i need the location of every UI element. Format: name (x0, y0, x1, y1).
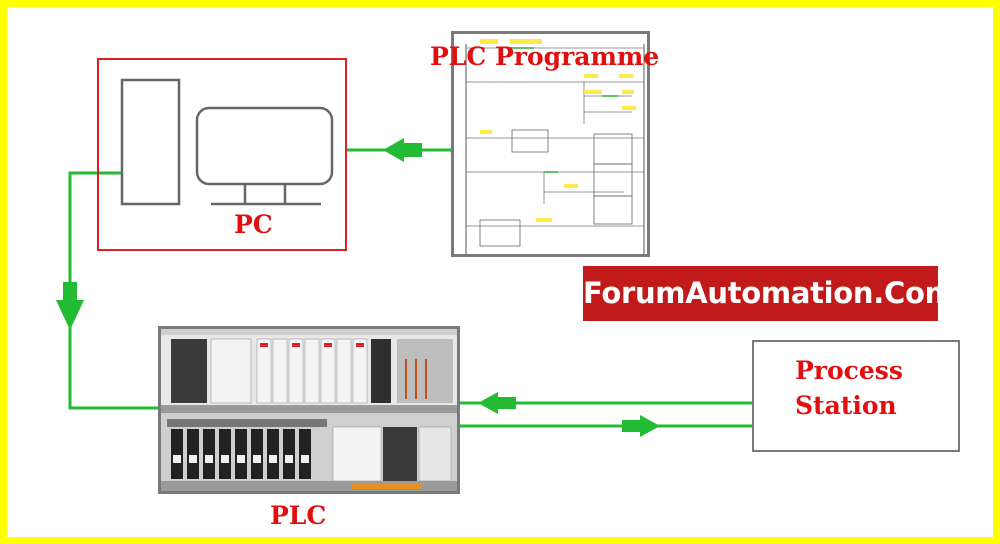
tower-icon (120, 78, 181, 206)
arrow-right-tail (622, 420, 640, 432)
arrow-left-tail (498, 397, 516, 409)
arrow-left-icon (478, 392, 498, 414)
arrow-left-icon (383, 138, 404, 162)
arrow-down-tail (63, 282, 77, 300)
pc-box (97, 58, 347, 251)
plc-programme-label: PLC Programme (430, 42, 660, 71)
plc-label: PLC (270, 501, 327, 530)
process-station-box (752, 340, 960, 452)
pc-label: PC (234, 210, 273, 239)
computer-icon (120, 78, 334, 206)
process-station-label-line1: Process (795, 356, 903, 385)
arrow-right-icon (640, 415, 660, 437)
ladder-diagram-icon (465, 39, 645, 254)
monitor-icon (195, 106, 334, 186)
process-station-label-line2: Station (795, 391, 897, 420)
plc-photo (158, 326, 460, 494)
brand-banner: ForumAutomation.Com (583, 266, 955, 321)
arrow-left-tail (404, 143, 422, 157)
plc-hardware-icon (161, 329, 457, 491)
arrow-down-icon (56, 300, 84, 330)
plc-programme-image (451, 31, 650, 257)
